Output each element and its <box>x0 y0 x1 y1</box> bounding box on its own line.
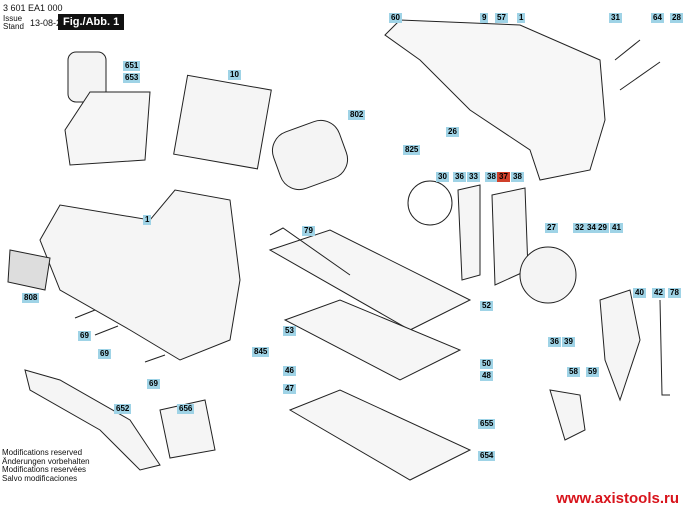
part-label: 69 <box>147 379 160 389</box>
part-label: 36 <box>548 337 561 347</box>
part-label: 46 <box>283 366 296 376</box>
note-fr: Modifications reservées <box>2 465 87 474</box>
issue-stand: Issue Stand <box>3 15 24 31</box>
part-label: 39 <box>562 337 575 347</box>
figure-title: Fig./Abb. 1 <box>58 14 125 30</box>
part-label: 845 <box>252 347 270 357</box>
part-label: 79 <box>302 226 315 236</box>
part-label: 64 <box>651 13 664 23</box>
part-label: 41 <box>610 223 623 233</box>
part-label: 9 <box>480 13 489 23</box>
part-label: 58 <box>567 367 580 377</box>
part-label: 38 <box>511 172 524 182</box>
watermark-url: www.axistools.ru <box>556 490 679 507</box>
part-label: 38 <box>485 172 498 182</box>
part-label: 654 <box>478 451 496 461</box>
part-label: 651 <box>123 61 141 71</box>
part-label: 52 <box>480 301 493 311</box>
part-label: 36 <box>453 172 466 182</box>
stand-label: Stand <box>3 22 24 31</box>
part-label: 69 <box>78 331 91 341</box>
part-label: 825 <box>403 145 421 155</box>
part-label: 655 <box>478 419 496 429</box>
modification-notes: Modifications reserved Änderungen vorbeh… <box>2 448 90 483</box>
issue-date: 13-08-26 <box>30 18 67 28</box>
note-de: Änderungen vorbehalten <box>2 456 90 466</box>
part-label: 10 <box>228 70 241 80</box>
part-label: 40 <box>633 288 646 298</box>
part-label: 29 <box>596 223 609 233</box>
part-label: 26 <box>446 127 459 137</box>
issue-label: Issue <box>3 14 23 23</box>
part-label: 1 <box>517 13 526 23</box>
part-label: 653 <box>123 73 141 83</box>
part-label-highlighted: 37 <box>497 172 510 182</box>
part-label: 802 <box>348 110 366 120</box>
part-label: 30 <box>436 172 449 182</box>
note-es: Salvo modificaciones <box>2 473 78 483</box>
part-label: 42 <box>652 288 665 298</box>
part-label: 808 <box>22 293 40 303</box>
note-en: Modifications reserved <box>2 448 83 457</box>
part-label: 652 <box>114 404 132 414</box>
part-label: 28 <box>670 13 683 23</box>
part-label: 57 <box>495 13 508 23</box>
part-label: 69 <box>98 349 111 359</box>
part-label: 27 <box>545 223 558 233</box>
part-label: 47 <box>283 384 296 394</box>
part-label: 656 <box>177 404 195 414</box>
part-label: 32 <box>573 223 586 233</box>
part-label: 1 <box>143 215 152 225</box>
part-number: 3 601 EA1 000 <box>3 3 63 13</box>
part-label: 31 <box>609 13 622 23</box>
part-label: 60 <box>389 13 402 23</box>
part-label: 48 <box>480 371 493 381</box>
part-label: 50 <box>480 359 493 369</box>
part-label: 53 <box>283 326 296 336</box>
part-label: 34 <box>585 223 598 233</box>
part-label: 33 <box>467 172 480 182</box>
part-label: 78 <box>668 288 681 298</box>
part-label: 59 <box>586 367 599 377</box>
